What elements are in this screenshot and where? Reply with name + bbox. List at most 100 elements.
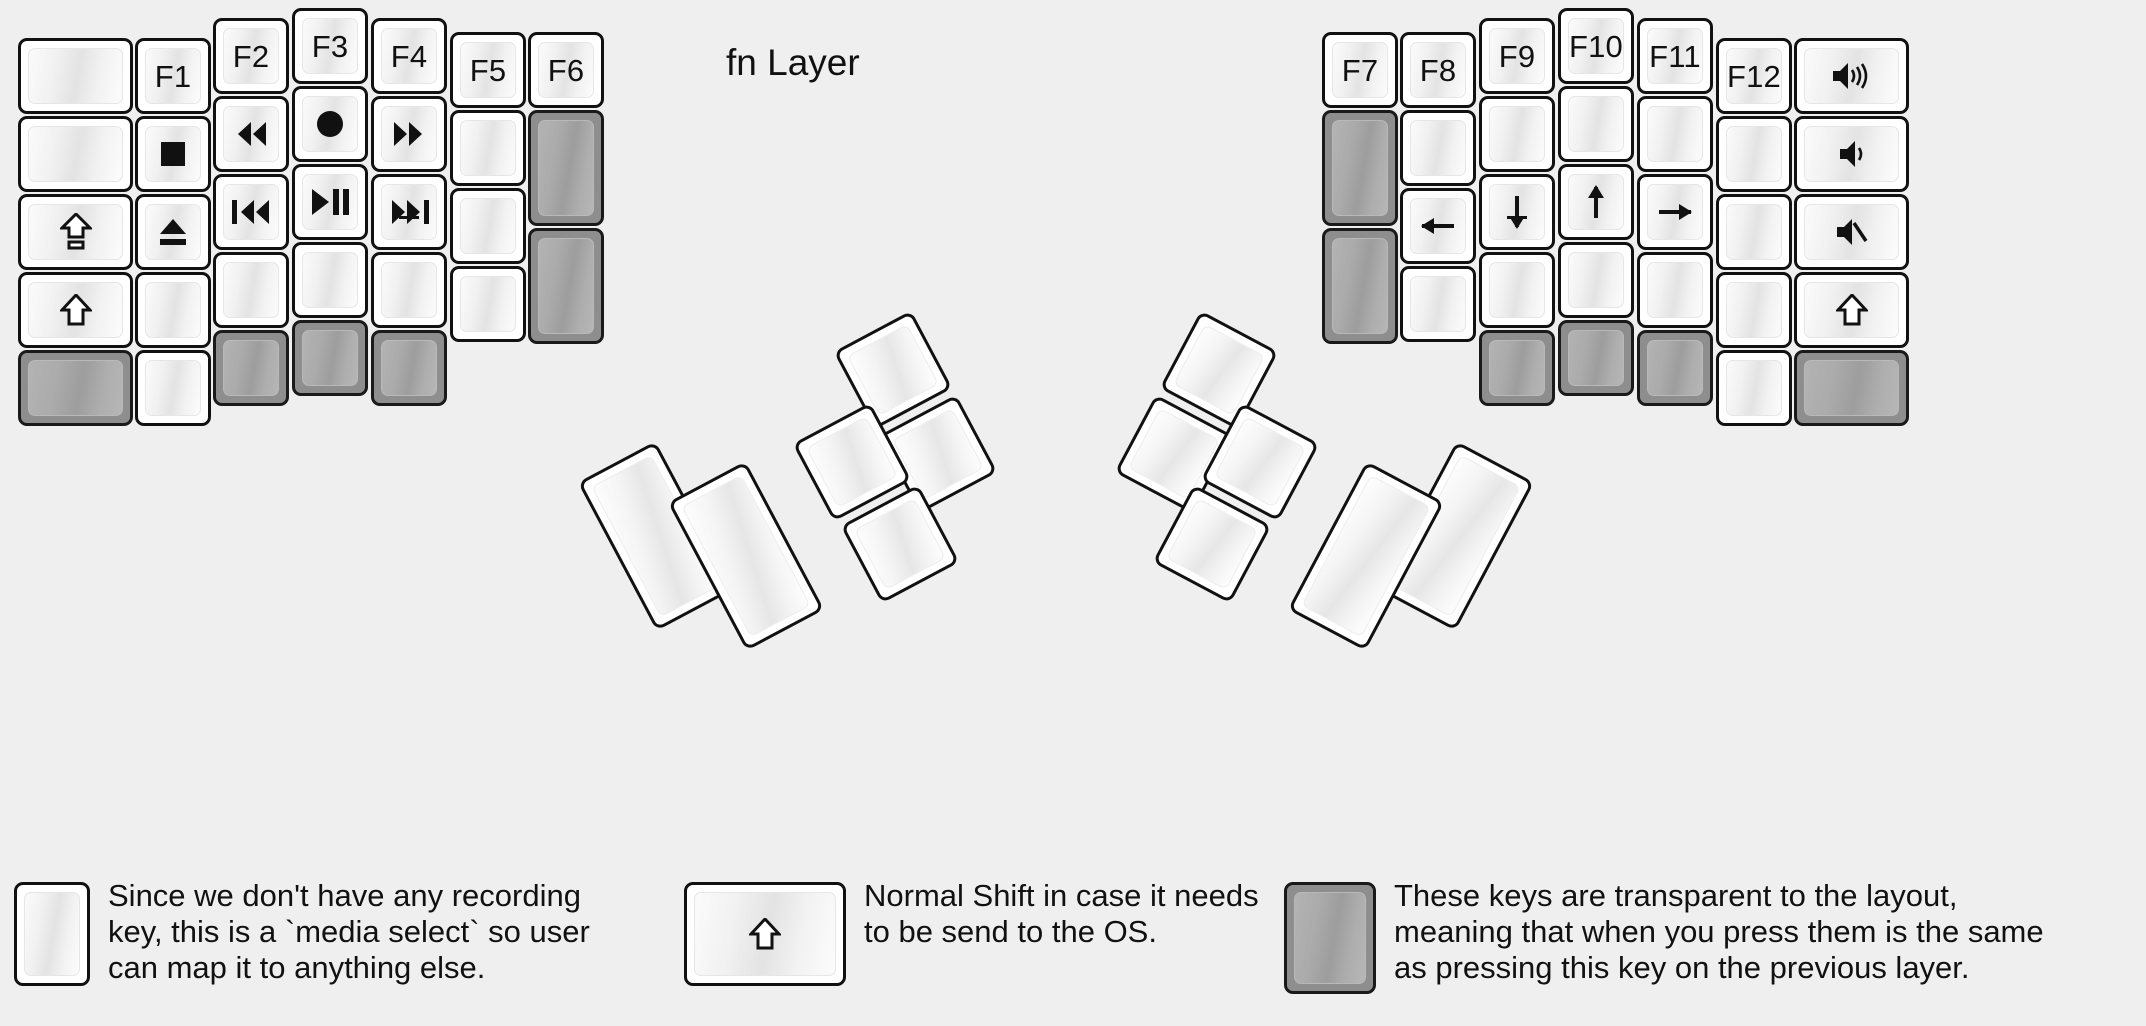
keycap-face [694,892,836,976]
keycap-face [302,330,358,386]
key-right-col-index-inner-r2[interactable] [1400,188,1476,264]
key-left-col-inner-r0[interactable]: F6 [528,32,604,108]
key-left-col-middle-r2[interactable] [292,164,368,240]
key-right-col-index-inner-r1[interactable] [1400,110,1476,186]
key-right-col-inner-r2[interactable] [1322,228,1398,344]
key-right-col-index-r2[interactable] [1479,174,1555,250]
key-left-col-ring-r3[interactable] [213,252,289,328]
media-previous-track-icon [231,199,271,225]
keycap-face [1489,28,1545,84]
keycap-face [1568,18,1624,74]
key-right-col-pinky-r2[interactable] [1716,194,1792,270]
key-left-col-pinky-r2[interactable] [135,194,211,270]
key-left-col-inner-r2[interactable] [528,228,604,344]
keycap-face [381,28,437,84]
key-left-col-index-inner-r3[interactable] [450,266,526,342]
key-right-col-middle-r1[interactable] [1558,86,1634,162]
key-right-col-middle-r0[interactable]: F10 [1558,8,1634,84]
key-left-col-index-inner-r0[interactable]: F5 [450,32,526,108]
key-right-col-index-inner-r0[interactable]: F8 [1400,32,1476,108]
keycap-face [847,324,939,416]
key-left-col-pinky-r0[interactable]: F1 [135,38,211,114]
media-record-icon [314,108,346,140]
key-left-col-inner-r1[interactable] [528,110,604,226]
key-right-col-middle-r3[interactable] [1558,242,1634,318]
key-right-col-index-r3[interactable] [1479,252,1555,328]
media-stop-icon [159,140,187,168]
key-left-col-pinky-outer-r0[interactable] [18,38,133,114]
key-left-col-pinky-r4[interactable] [135,350,211,426]
keycap-face [1173,324,1265,416]
media-next-track-icon [390,199,429,225]
key-left-col-pinky-outer-r4[interactable] [18,350,133,426]
key-left-col-middle-r1[interactable] [292,86,368,162]
key-left-col-index-r2[interactable] [371,174,447,250]
key-left-col-ring-r2[interactable] [213,174,289,250]
key-left-col-index-r3[interactable] [371,252,447,328]
key-underline-mark [1507,216,1527,219]
key-right-col-pinky-outer-r1[interactable] [1794,116,1909,192]
key-right-col-ring-r4[interactable] [1637,330,1713,406]
keycap-face [1804,282,1899,338]
key-left-col-index-r4[interactable] [371,330,447,406]
arrow-up-icon [1583,184,1609,220]
key-left-col-pinky-outer-r1[interactable] [18,116,133,192]
key-right-col-inner-r1[interactable] [1322,110,1398,226]
key-left-col-pinky-r3[interactable] [135,272,211,348]
volume-mute-icon [1836,217,1868,247]
key-right-col-middle-r4[interactable] [1558,320,1634,396]
keycap-face [28,360,123,416]
key-right-col-ring-r2[interactable] [1637,174,1713,250]
key-right-col-ring-r1[interactable] [1637,96,1713,172]
key-left-col-index-r0[interactable]: F4 [371,18,447,94]
keycap-face [460,42,516,98]
arrow-left-icon [1420,213,1456,239]
key-left-col-index-r1[interactable] [371,96,447,172]
key-right-col-pinky-r3[interactable] [1716,272,1792,348]
key-right-col-pinky-outer-r3[interactable] [1794,272,1909,348]
key-left-col-middle-r4[interactable] [292,320,368,396]
key-right-col-ring-r3[interactable] [1637,252,1713,328]
key-right-col-pinky-r4[interactable] [1716,350,1792,426]
key-label: F11 [1649,38,1701,74]
key-right-col-ring-r0[interactable]: F11 [1637,18,1713,94]
key-left-col-pinky-r1[interactable] [135,116,211,192]
key-right-col-index-r1[interactable] [1479,96,1555,172]
key-left-col-middle-r3[interactable] [292,242,368,318]
keycap-face [145,360,201,416]
caps-lock-icon [59,213,92,251]
keycap-face [1726,204,1782,260]
key-right-col-pinky-outer-r0[interactable] [1794,38,1909,114]
keycap-face [806,416,898,508]
keycap-face [1489,262,1545,318]
keycap-face [1332,238,1388,334]
legend-key-sample-1 [684,882,846,986]
key-right-col-middle-r2[interactable] [1558,164,1634,240]
keycap-face [538,238,594,334]
keycap-face [381,340,437,396]
key-left-col-ring-r0[interactable]: F2 [213,18,289,94]
keycap-face [1726,360,1782,416]
key-right-col-pinky-r1[interactable] [1716,116,1792,192]
key-left-col-index-inner-r1[interactable] [450,110,526,186]
key-left-col-pinky-outer-r2[interactable] [18,194,133,270]
key-right-col-index-r0[interactable]: F9 [1479,18,1555,94]
key-right-col-pinky-outer-r4[interactable] [1794,350,1909,426]
key-right-col-inner-r0[interactable]: F7 [1322,32,1398,108]
keycap-face [302,174,358,230]
arrow-right-icon [1657,199,1693,225]
key-left-col-index-inner-r2[interactable] [450,188,526,264]
key-right-col-index-inner-r3[interactable] [1400,266,1476,342]
keycap-face [223,262,279,318]
keycap-face [1214,416,1306,508]
key-right-col-index-r4[interactable] [1479,330,1555,406]
key-left-col-pinky-outer-r3[interactable] [18,272,133,348]
key-right-col-pinky-outer-r2[interactable] [1794,194,1909,270]
arrow-down-icon [1504,194,1530,230]
key-left-col-ring-r4[interactable] [213,330,289,406]
key-left-col-middle-r0[interactable]: F3 [292,8,368,84]
key-left-col-ring-r1[interactable] [213,96,289,172]
keycap-face [1804,360,1899,416]
legend-item-1: Normal Shift in case it needs to be send… [684,872,1259,1012]
key-right-col-pinky-r0[interactable]: F12 [1716,38,1792,114]
